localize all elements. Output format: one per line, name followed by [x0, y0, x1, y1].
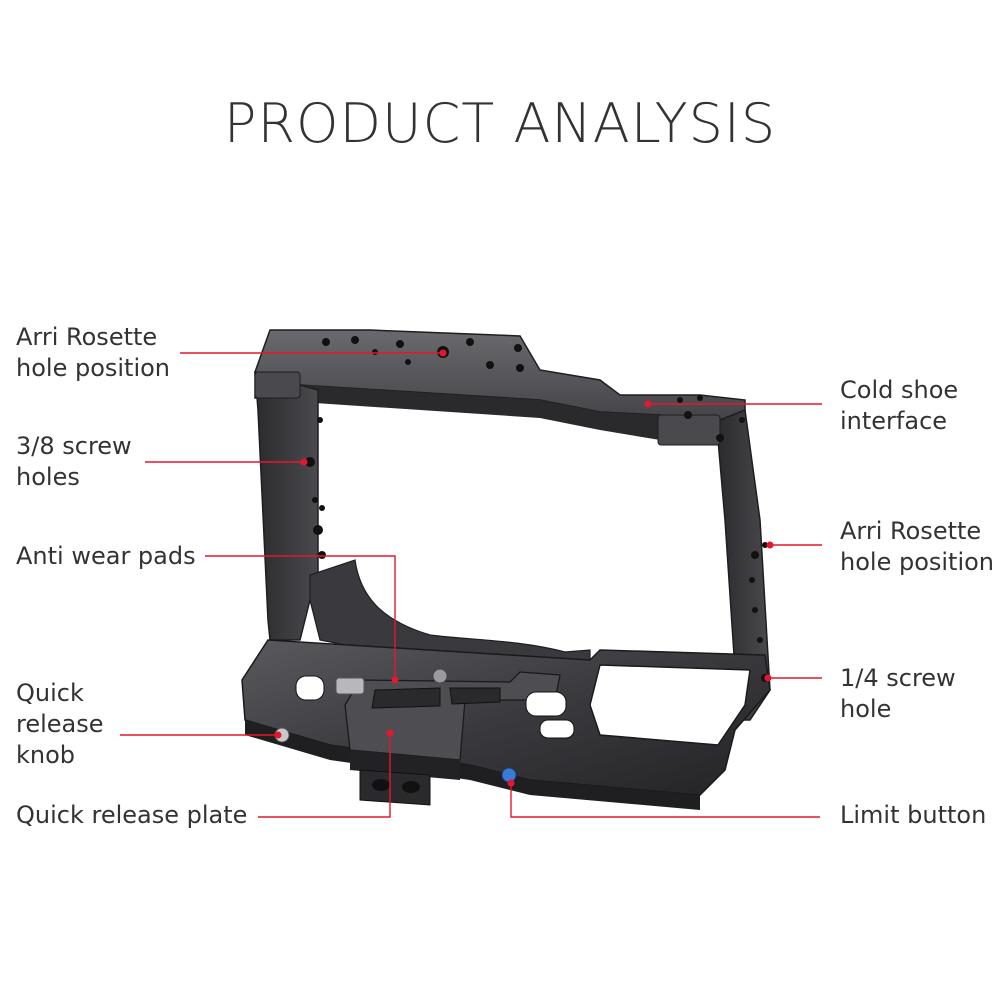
label-quick-release-plate: Quick release plate: [16, 800, 247, 831]
top-bar-holes: [322, 336, 745, 442]
label-line: Quick release plate: [16, 801, 248, 829]
label-line: Anti wear pads: [16, 542, 196, 570]
label-line: holes: [16, 463, 80, 491]
label-cold-shoe-interface: Cold shoe interface: [840, 375, 958, 437]
label-line: interface: [840, 407, 948, 435]
label-line: Arri Rosette: [16, 323, 158, 351]
label-line: Quick: [16, 679, 84, 707]
label-arri-rosette-right: Arri Rosette hole position: [840, 516, 994, 578]
cage-left-upright: [254, 370, 319, 641]
anti-wear-pad: [371, 687, 441, 709]
label-line: Limit button: [840, 801, 987, 829]
label-anti-wear-pads: Anti wear pads: [16, 541, 196, 572]
label-line: hole position: [16, 354, 171, 382]
limit-button: [501, 767, 517, 783]
anti-wear-pad: [449, 687, 501, 705]
label-quick-release-knob: Quick release knob: [16, 678, 104, 771]
label-3-8-screw-holes: 3/8 screw holes: [16, 431, 132, 493]
label-line: Cold shoe: [840, 376, 959, 404]
callout-dots: [274, 349, 774, 787]
left-upright-holes: [305, 417, 326, 559]
label-line: knob: [16, 741, 76, 769]
label-line: Arri Rosette: [840, 517, 982, 545]
label-line: 1/4 screw hole: [840, 664, 956, 723]
label-arri-rosette-left: Arri Rosette hole position: [16, 322, 170, 384]
page-title: PRODUCT ANALYSIS: [223, 92, 777, 155]
label-line: release: [16, 710, 104, 738]
label-1-4-screw-hole: 1/4 screw hole: [840, 663, 1000, 725]
callout-lines: [120, 352, 822, 818]
label-line: 3/8 screw: [16, 432, 132, 460]
label-line: hole position: [840, 548, 995, 576]
label-limit-button: Limit button: [840, 800, 986, 831]
